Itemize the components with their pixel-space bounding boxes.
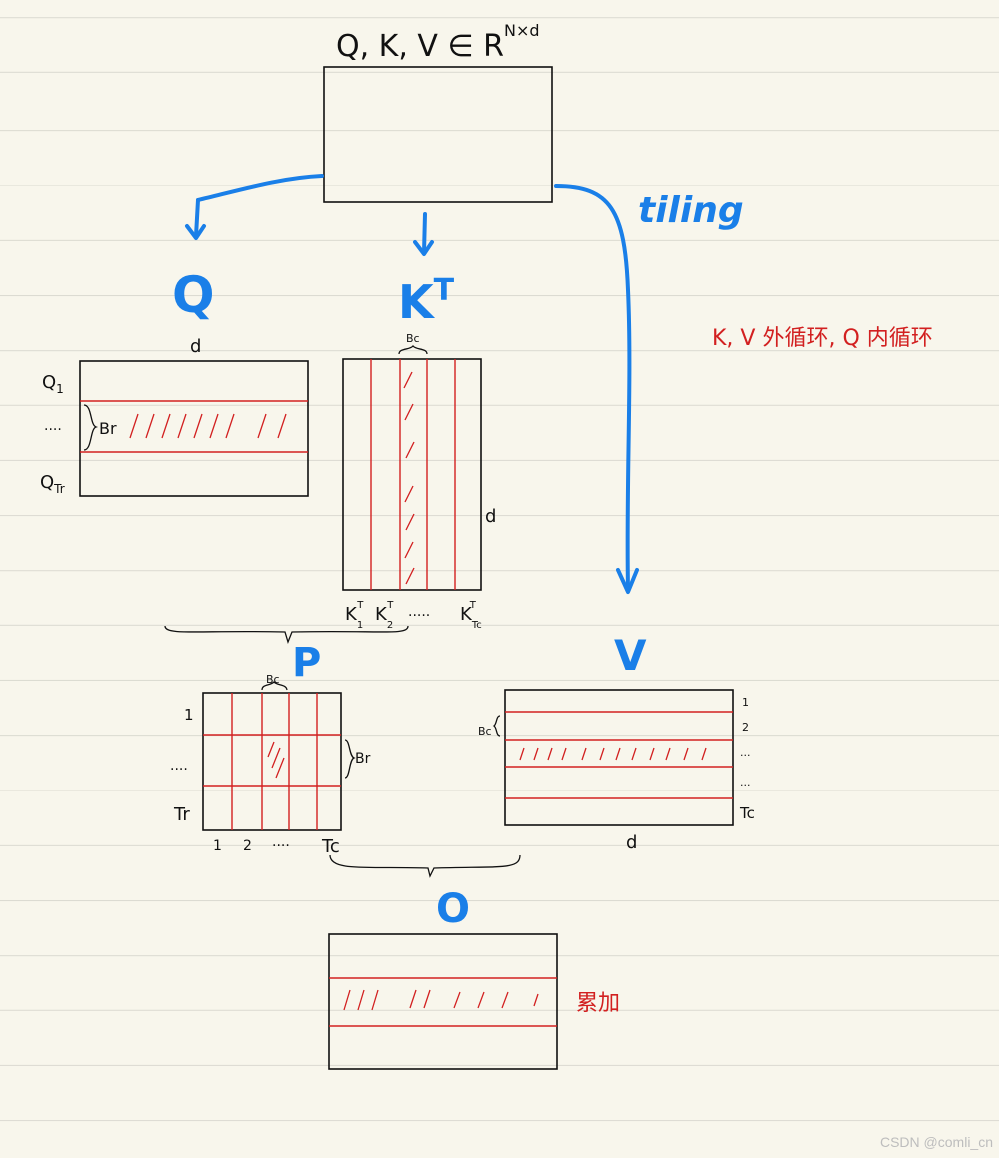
kt-col-dots: ..... bbox=[408, 604, 430, 620]
q-br-brace bbox=[83, 404, 99, 451]
v-matrix bbox=[504, 689, 734, 826]
loop-order-note: K, V 外循环, Q 内循环 bbox=[712, 326, 933, 351]
q-block-label: Br bbox=[99, 419, 117, 438]
v-block-hatching bbox=[519, 747, 707, 761]
p-matrix bbox=[202, 692, 342, 831]
p-row-dots: .... bbox=[170, 758, 188, 774]
tiling-arrows bbox=[185, 174, 639, 594]
kt-matrix bbox=[342, 358, 482, 591]
qk-product-brace bbox=[164, 625, 409, 644]
q-block-hatching bbox=[129, 413, 287, 439]
kt-block-hatching bbox=[403, 371, 415, 585]
o-block-hatching bbox=[343, 989, 539, 1011]
tiling-label: tiling bbox=[638, 190, 744, 231]
p-br-brace bbox=[344, 739, 356, 779]
o-matrix bbox=[328, 933, 558, 1070]
q-row-last: QTr bbox=[40, 472, 65, 496]
v-row-second: 2 bbox=[742, 721, 749, 734]
v-row-last: Tc bbox=[739, 804, 755, 822]
watermark: CSDN @comli_cn bbox=[879, 1134, 993, 1150]
p-col-first: 1 bbox=[213, 838, 222, 854]
p-title: P bbox=[292, 640, 321, 686]
v-row-first: 1 bbox=[742, 696, 749, 709]
p-block-hatching bbox=[267, 741, 285, 779]
top-label: Q, K, V ∈ RN×d bbox=[336, 21, 540, 64]
p-row-first: 1 bbox=[184, 706, 194, 724]
p-row-last: Tr bbox=[173, 804, 190, 825]
accumulate-note: 累加 bbox=[576, 991, 620, 1016]
v-block-label: Bc bbox=[478, 725, 492, 738]
v-row-dots-2: ... bbox=[740, 776, 751, 789]
p-col-dots: .... bbox=[272, 834, 290, 850]
pv-product-brace bbox=[329, 854, 521, 878]
q-row-first: Q1 bbox=[42, 372, 64, 396]
q-row-dots: .... bbox=[44, 418, 62, 434]
v-bc-brace bbox=[492, 715, 501, 737]
p-col-second: 2 bbox=[243, 838, 252, 854]
kt-block-label: Bc bbox=[406, 332, 420, 345]
kt-bc-brace bbox=[398, 344, 428, 355]
v-bottom-dim: d bbox=[626, 832, 637, 853]
qkv-matrix bbox=[323, 66, 553, 203]
v-title: V bbox=[614, 631, 647, 680]
q-title: Q bbox=[172, 266, 215, 324]
p-block-side-label: Br bbox=[355, 751, 371, 767]
kt-col-first: K1T bbox=[345, 600, 364, 631]
kt-side-dim: d bbox=[485, 506, 496, 527]
kt-col-last: KTcT bbox=[460, 600, 482, 631]
v-row-dots-1: ... bbox=[740, 746, 751, 759]
p-bc-brace bbox=[261, 681, 288, 691]
o-title: O bbox=[436, 886, 470, 932]
p-col-last: Tc bbox=[321, 836, 340, 857]
q-matrix bbox=[79, 360, 309, 497]
kt-col-second: K2T bbox=[375, 600, 394, 631]
kt-title: KT bbox=[398, 273, 455, 329]
q-top-dim: d bbox=[190, 336, 201, 357]
